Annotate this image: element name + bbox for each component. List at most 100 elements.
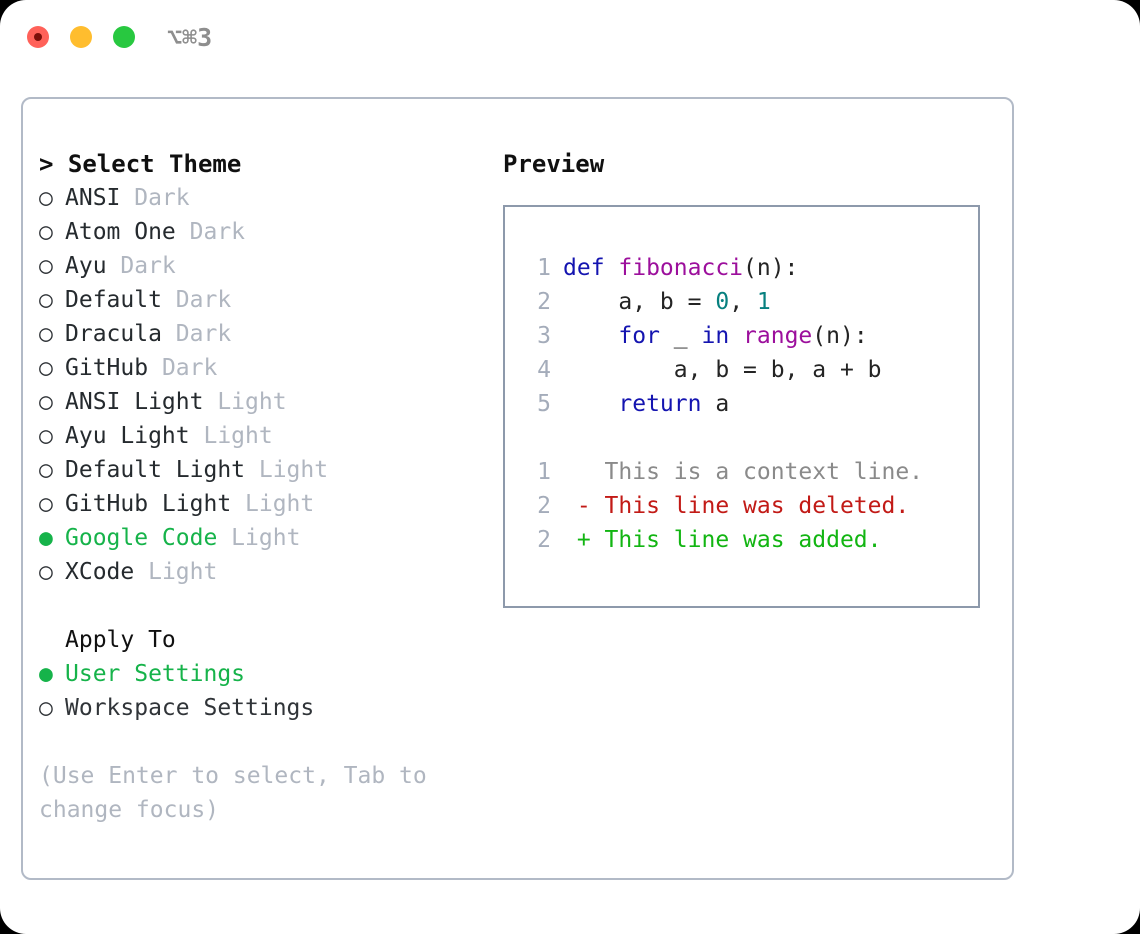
radio-unselected-icon: ○ <box>39 321 53 347</box>
radio-unselected-icon: ○ <box>39 695 53 721</box>
code-token-txt: (n): <box>743 255 799 281</box>
keyboard-hint-text: (Use Enter to select, Tab to change focu… <box>39 763 427 823</box>
select-theme-header: > Select Theme <box>39 150 242 178</box>
theme-item-atom-one[interactable]: ○Atom One Dark <box>39 215 469 249</box>
code-token-txt: a, b = b, a + b <box>563 357 882 383</box>
code-token-txt: a <box>701 391 730 417</box>
theme-item-label: XCode <box>65 559 135 585</box>
apply-to-option-user-settings[interactable]: ● User Settings <box>39 657 469 691</box>
theme-item-google-code[interactable]: ●Google Code Light <box>39 521 469 555</box>
theme-item-label: GitHub Light <box>65 491 232 517</box>
theme-picker-column: > Select Theme ○ANSI Dark○Atom One Dark○… <box>39 147 469 827</box>
radio-unselected-icon: ○ <box>39 457 53 483</box>
code-token-txt <box>563 323 618 349</box>
code-token-kw: def <box>563 255 619 281</box>
radio-unselected-icon: ○ <box>39 423 53 449</box>
code-line: 2 a, b = 0, 1 <box>505 285 978 319</box>
keyboard-shortcut-label: ⌥⌘3 <box>167 23 213 52</box>
apply-to-header: Apply To <box>65 627 176 653</box>
theme-item-variant: Light <box>245 457 329 483</box>
radio-unselected-icon: ○ <box>39 355 53 381</box>
code-token-txt <box>729 323 743 349</box>
code-token-kw: in <box>701 323 730 349</box>
radio-unselected-icon: ○ <box>39 389 53 415</box>
code-line: 4 a, b = b, a + b <box>505 353 978 387</box>
code-token-txt: a, b = <box>563 289 716 315</box>
code-token-txt: (n): <box>812 323 868 349</box>
code-line-number: 3 <box>537 323 551 349</box>
theme-item-variant: Light <box>134 559 218 585</box>
theme-item-variant: Light <box>231 491 315 517</box>
diff-line-number: 2 <box>537 493 551 519</box>
radio-selected-icon: ● <box>39 661 53 687</box>
main-panel: > Select Theme ○ANSI Dark○Atom One Dark○… <box>21 97 1014 880</box>
diff-line-text: - This line was deleted. <box>563 493 910 519</box>
theme-item-label: ANSI <box>65 185 121 211</box>
theme-item-dracula[interactable]: ○ Dracula Dark <box>39 317 469 351</box>
theme-item-ayu[interactable]: ○Ayu Dark <box>39 249 469 283</box>
code-token-txt: , <box>729 289 757 315</box>
code-token-txt: _ <box>659 323 702 349</box>
theme-item-default[interactable]: ○ Default Dark <box>39 283 469 317</box>
code-token-kw: for <box>618 323 660 349</box>
theme-item-label: Google Code <box>65 525 218 551</box>
diff-line-text: + This line was added. <box>563 527 882 553</box>
theme-item-variant: Dark <box>120 185 190 211</box>
theme-item-variant: Dark <box>148 355 218 381</box>
theme-item-variant: Dark <box>106 253 176 279</box>
theme-item-ayu-light[interactable]: ○ Ayu Light Light <box>39 419 469 453</box>
code-token-fn: range <box>743 323 813 349</box>
theme-item-label: Atom One <box>65 219 176 245</box>
minimize-button-icon[interactable] <box>70 26 92 48</box>
theme-item-label: GitHub <box>65 355 149 381</box>
code-token-num: 1 <box>756 289 771 315</box>
preview-title: Preview <box>503 150 605 178</box>
code-line-number: 1 <box>537 255 551 281</box>
theme-item-variant: Light <box>189 423 273 449</box>
code-line: 1 def fibonacci(n): <box>505 251 978 285</box>
diff-line-number: 1 <box>537 459 551 485</box>
theme-item-github[interactable]: ○ GitHub Dark <box>39 351 469 385</box>
apply-to-section: Apply To ● User Settings ○ Workspace Settin… <box>39 623 469 725</box>
theme-item-label: ANSI Light <box>65 389 204 415</box>
maximize-button-icon[interactable] <box>113 26 135 48</box>
theme-item-variant: Light <box>203 389 287 415</box>
code-token-num: 0 <box>715 289 730 315</box>
apply-to-option-workspace-settings[interactable]: ○ Workspace Settings <box>39 691 469 725</box>
theme-item-xcode[interactable]: ○ XCode Light <box>39 555 469 589</box>
title-bar: ⌥⌘3 <box>0 0 1140 78</box>
radio-selected-icon: ● <box>39 525 53 551</box>
radio-unselected-icon: ○ <box>39 253 53 279</box>
theme-item-default-light[interactable]: ○Default Light Light <box>39 453 469 487</box>
apply-to-option-label: Workspace Settings <box>65 695 315 721</box>
traffic-light-group <box>27 26 135 48</box>
theme-item-label: Default <box>65 287 162 313</box>
theme-item-ansi[interactable]: ○ ANSI Dark <box>39 181 469 215</box>
theme-item-label: Ayu Light <box>65 423 190 449</box>
radio-unselected-icon: ○ <box>39 185 53 211</box>
code-line-number: 5 <box>537 391 551 417</box>
code-token-fn: fibonacci <box>618 255 744 281</box>
apply-to-option-label: User Settings <box>65 661 246 687</box>
theme-item-label: Dracula <box>65 321 162 347</box>
close-button-icon[interactable] <box>27 26 49 48</box>
theme-item-variant: Dark <box>161 321 232 347</box>
code-line-number: 4 <box>537 357 551 383</box>
code-token-kw: return <box>618 391 702 417</box>
radio-unselected-icon: ○ <box>39 491 53 517</box>
radio-unselected-icon: ○ <box>39 559 53 585</box>
diff-line-add: 2 + This line was added. <box>505 523 978 557</box>
diff-line-text: This is a context line. <box>563 459 924 485</box>
theme-item-ansi-light[interactable]: ○ ANSI Light Light <box>39 385 469 419</box>
radio-unselected-icon: ○ <box>39 287 53 313</box>
theme-item-variant: Dark <box>175 219 246 245</box>
theme-item-variant: Dark <box>161 287 232 313</box>
theme-item-github-light[interactable]: ○ GitHub Light Light <box>39 487 469 521</box>
diff-line-number: 2 <box>537 527 551 553</box>
code-line: 3 for _ in range(n): <box>505 319 978 353</box>
diff-sample: 1 This is a context line. 2 - This line w… <box>505 455 978 557</box>
